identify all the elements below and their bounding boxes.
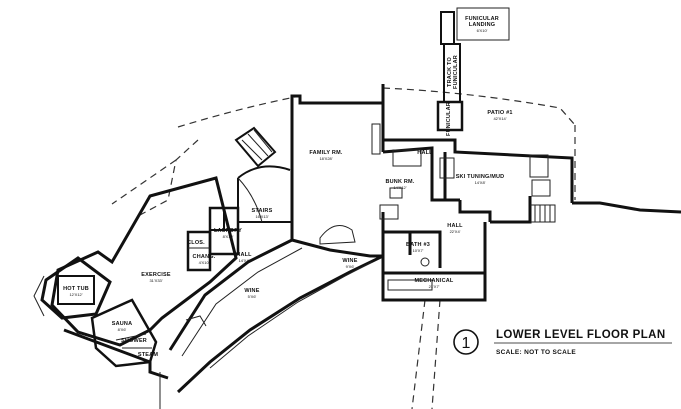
room-changing: CHANG.4'X10' [193,254,216,265]
room-dimensions: 9'X6' [346,264,355,269]
room-funicular: FUNICULAR [446,102,452,136]
room-label: STAIRS [252,208,273,214]
room-dimensions: 6'X10' [477,28,488,33]
room-label: STEAM [138,352,158,358]
room-dimensions: 16'X13' [255,214,268,219]
room-label: WINE [342,258,357,264]
room-label: LAUNDRY [214,228,242,234]
room-label: SHOWER [121,338,147,344]
room-shower: SHOWER [121,338,147,344]
room-closet: CLOS. [187,240,205,246]
room-hall-upper: HALL [417,150,433,156]
room-label: FUNICULAR [453,55,459,89]
drawing-number: 1 [462,335,471,352]
room-dimensions: 4'X10' [199,260,210,265]
room-label: FAMILY RM. [309,150,342,156]
room-dimensions: 10'X7' [413,248,424,253]
room-dimensions: 8'X6' [118,327,127,332]
room-family-rm: FAMILY RM.18'X28' [309,150,342,161]
room-dimensions: 14'X8' [475,180,486,185]
room-dimensions: 12'X12' [69,292,82,297]
room-dimensions: 31'X33' [149,278,162,283]
drawing-title: LOWER LEVEL FLOOR PLAN [496,329,666,341]
room-patio-1: PATIO #142'X14' [487,110,512,121]
room-label: TRACK TO [447,57,453,87]
room-label: PATIO #1 [487,110,512,116]
room-steam: STEAM [138,352,158,358]
fixtures [33,123,556,327]
room-label: FUNICULAR [465,16,499,22]
room-label: EXERCISE [141,272,171,278]
room-label: BUNK RM. [385,179,414,185]
room-dimensions: 8'X10' [223,234,234,239]
room-dimensions: 18'X28' [319,156,332,161]
room-dimensions: 22'X4' [450,229,461,234]
room-dimensions: 14'X4' [239,258,250,263]
room-label: BATH #3 [406,242,430,248]
dashed-outlines [111,87,576,409]
room-label: HOT TUB [63,286,89,292]
room-label: HALL [236,252,252,258]
room-label: CHANG. [193,254,216,260]
room-dimensions: 42'X14' [493,116,506,121]
room-bath-3: BATH #310'X7' [406,242,430,253]
room-label: SKI TUNING/MUD [456,174,505,180]
room-label: LANDING [469,22,495,28]
room-label: FUNICULAR [446,102,452,136]
room-bunk-rm: BUNK RM.14'X12' [385,179,414,190]
building-walls [40,84,681,409]
drawing-number-circle [453,329,479,355]
room-dimensions: 21'X7' [429,284,440,289]
room-label: MECHANICAL [415,278,454,284]
room-dimensions: 5'X6' [248,294,257,299]
room-label: WINE [244,288,259,294]
room-label: CLOS. [187,240,205,246]
funicular-track [436,7,510,132]
room-label: HALL [447,223,463,229]
room-dimensions: 14'X12' [393,185,406,190]
room-label: SAUNA [112,321,133,327]
title-block: 1 LOWER LEVEL FLOOR PLAN SCALE: NOT TO S… [453,329,672,356]
drawing-scale: SCALE: NOT TO SCALE [496,349,576,356]
room-label: HALL [417,150,433,156]
